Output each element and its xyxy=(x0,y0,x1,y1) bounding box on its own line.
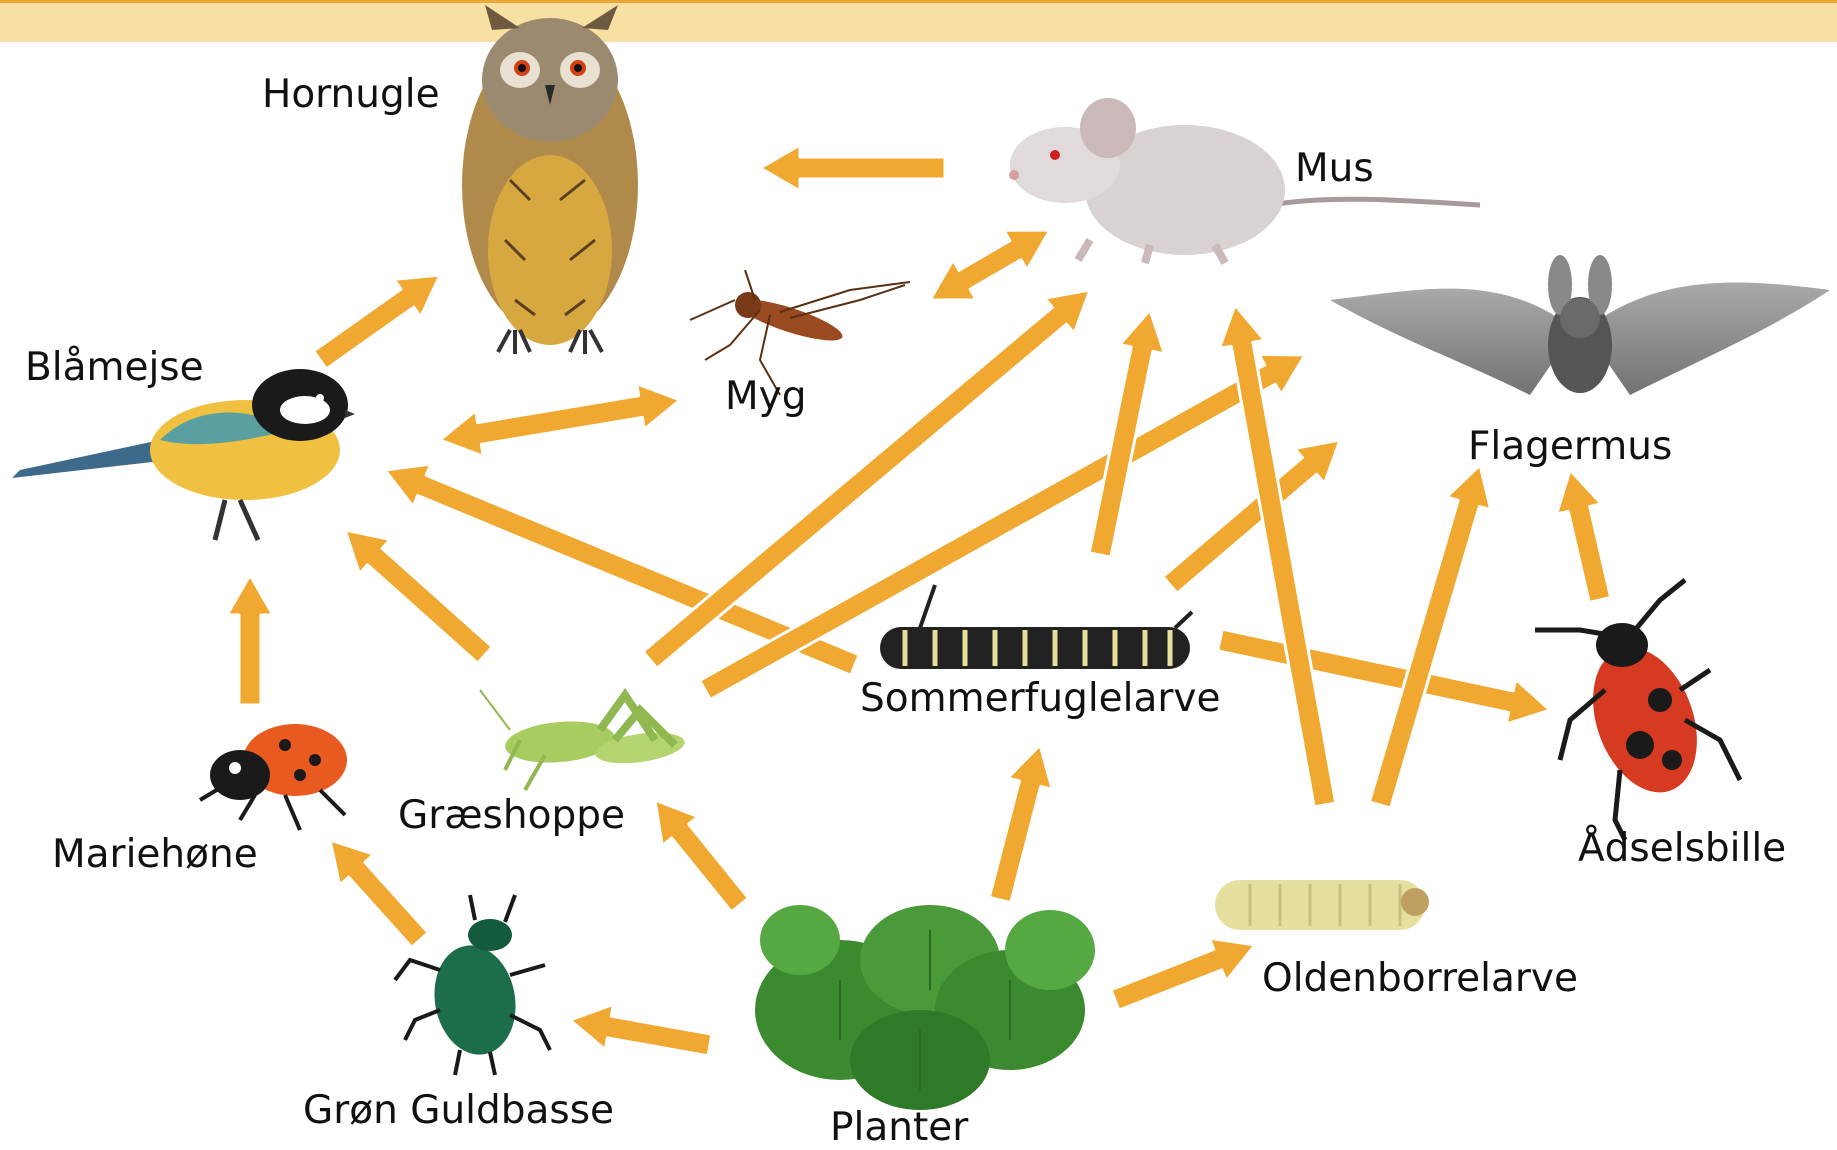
grasshopper-icon xyxy=(480,690,687,790)
arrow-planter-to-graeshoppe xyxy=(655,800,749,912)
label-hornugle: Hornugle xyxy=(262,72,440,117)
label-adselsbille: Ådselsbille xyxy=(1578,826,1786,871)
plants-icon xyxy=(755,905,1095,1110)
bat-icon xyxy=(1330,255,1830,395)
ladybug-icon xyxy=(200,724,347,830)
arrow-graeshoppe-to-blamejse xyxy=(345,530,492,663)
arrow-adselsbille-to-flagermus xyxy=(1557,470,1611,603)
owl-icon xyxy=(462,5,638,354)
arrow-blamejse-myg xyxy=(440,384,680,456)
arrow-planter-to-sommerfuglelarve xyxy=(989,745,1052,903)
label-myg: Myg xyxy=(725,374,807,419)
label-gron-guldbasse: Grøn Guldbasse xyxy=(303,1088,614,1133)
arrow-oldenborrelarve-to-flagermus xyxy=(1369,465,1490,808)
blue-tit-icon xyxy=(12,369,355,540)
mouse-icon xyxy=(1009,98,1480,263)
label-flagermus: Flagermus xyxy=(1468,424,1672,469)
label-mus: Mus xyxy=(1295,146,1374,191)
label-sommerfuglelarve: Sommerfuglelarve xyxy=(860,676,1221,721)
arrow-mariehone-to-blamejse xyxy=(227,575,273,705)
label-mariehone: Mariehøne xyxy=(52,832,258,877)
label-graeshoppe: Græshoppe xyxy=(398,793,625,838)
arrow-myg-mus xyxy=(930,230,1050,300)
arrow-planter-to-guldbasse xyxy=(570,1004,712,1055)
arrow-planter-to-oldenborrelarve xyxy=(1111,938,1255,1010)
label-planter: Planter xyxy=(830,1105,968,1150)
carrion-beetle-icon xyxy=(1535,580,1740,840)
grub-icon xyxy=(1215,880,1429,930)
arrow-mus-to-hornugle xyxy=(760,145,945,191)
arrow-guldbasse-to-mariehone xyxy=(330,840,428,947)
caterpillar-icon xyxy=(880,585,1192,669)
label-blamejse: Blåmejse xyxy=(25,345,204,390)
label-oldenborrelarve: Oldenborrelarve xyxy=(1262,956,1578,1001)
arrow-blamejse-to-hornugle xyxy=(314,275,440,369)
arrow-sommerfuglelarve-to-adselsbille xyxy=(1218,629,1550,724)
